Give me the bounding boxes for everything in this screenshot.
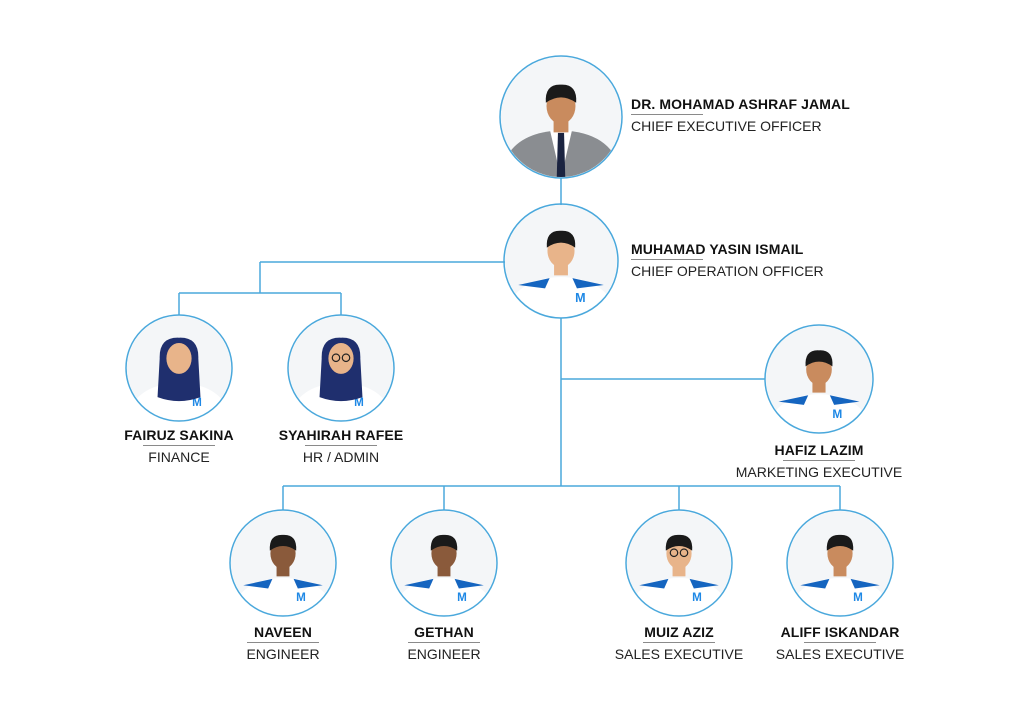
ceo-title: CHIEF EXECUTIVE OFFICER xyxy=(631,118,822,134)
hr-title: HR / ADMIN xyxy=(302,449,380,465)
sales2-photo: M xyxy=(786,509,894,617)
ceo-photo xyxy=(499,55,623,179)
coo-name-underline xyxy=(631,259,703,260)
svg-text:M: M xyxy=(853,591,863,604)
eng2-photo: M xyxy=(390,509,498,617)
marketing-title: MARKETING EXECUTIVE xyxy=(735,464,903,480)
sales1-photo: M xyxy=(625,509,733,617)
eng1-name-underline xyxy=(247,642,319,643)
coo-title: CHIEF OPERATION OFFICER xyxy=(631,263,824,279)
eng1-photo: M xyxy=(229,509,337,617)
coo-photo: M xyxy=(503,203,619,319)
eng2-name: GETHAN xyxy=(414,624,474,640)
hr-photo: M xyxy=(287,314,395,422)
svg-text:M: M xyxy=(457,591,467,604)
marketing-photo: M xyxy=(764,324,874,434)
finance-photo: M xyxy=(125,314,233,422)
eng2-title: ENGINEER xyxy=(407,646,481,662)
sales2-name: ALIFF ISKANDAR xyxy=(780,624,900,640)
connector-lines xyxy=(178,178,841,510)
marketing-name-underline xyxy=(783,460,855,461)
svg-text:M: M xyxy=(354,396,364,409)
eng2-name-underline xyxy=(408,642,480,643)
sales1-name-underline xyxy=(643,642,715,643)
eng1-title: ENGINEER xyxy=(246,646,320,662)
svg-text:M: M xyxy=(692,591,702,604)
svg-text:M: M xyxy=(192,396,202,409)
coo-name: MUHAMAD YASIN ISMAIL xyxy=(631,241,804,257)
svg-text:M: M xyxy=(296,591,306,604)
person-nodes: M M M M M M M M xyxy=(125,55,894,617)
sales1-title: SALES EXECUTIVE xyxy=(614,646,744,662)
sales2-title: SALES EXECUTIVE xyxy=(775,646,905,662)
svg-text:M: M xyxy=(575,291,585,305)
hr-name: SYAHIRAH RAFEE xyxy=(278,427,404,443)
ceo-name: DR. MOHAMAD ASHRAF JAMAL xyxy=(631,96,850,112)
ceo-name-underline xyxy=(631,114,703,115)
finance-title: FINANCE xyxy=(148,449,210,465)
eng1-name: NAVEEN xyxy=(254,624,312,640)
sales1-name: MUIZ AZIZ xyxy=(644,624,714,640)
marketing-name: HAFIZ LAZIM xyxy=(774,442,864,458)
sales2-name-underline xyxy=(804,642,876,643)
finance-name: FAIRUZ SAKINA xyxy=(124,427,234,443)
svg-text:M: M xyxy=(832,407,842,421)
finance-name-underline xyxy=(143,445,215,446)
hr-name-underline xyxy=(305,445,377,446)
